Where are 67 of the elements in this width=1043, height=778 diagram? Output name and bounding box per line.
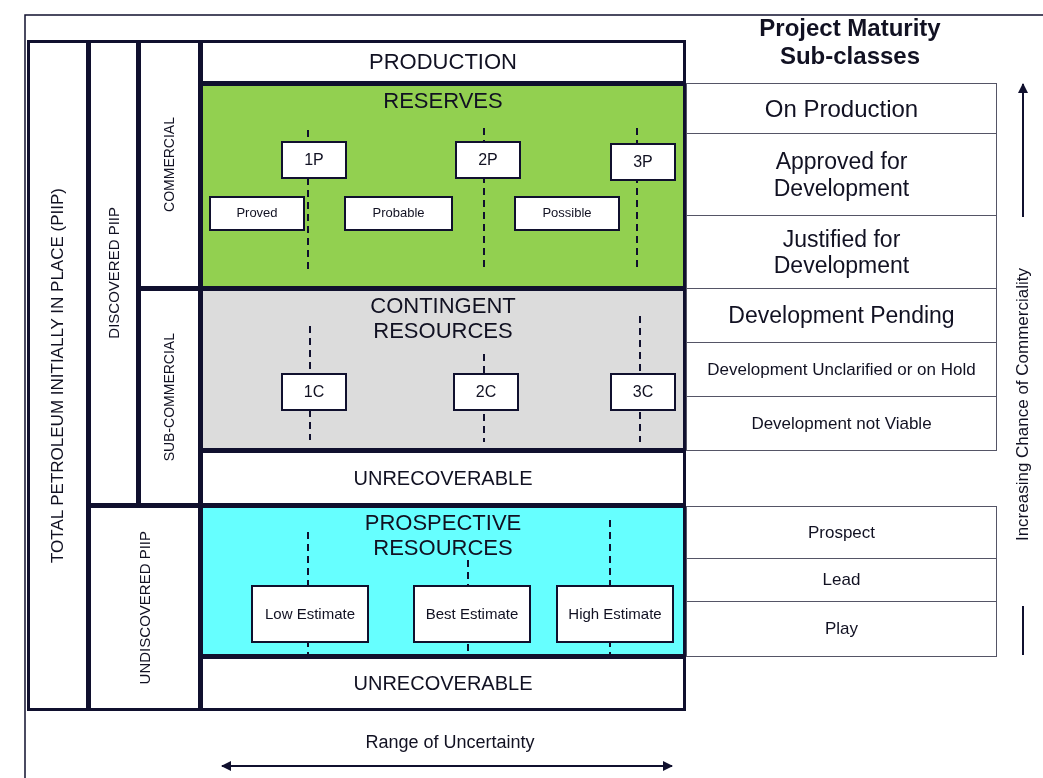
- class-label: Probable: [372, 206, 425, 221]
- estimate-box: [610, 143, 676, 181]
- category-column: [88, 505, 201, 711]
- class-heading: CONTINGENT RESOURCES: [369, 293, 517, 344]
- prospective-band: [200, 505, 686, 657]
- estimate-box: [281, 373, 347, 411]
- class-label: UNRECOVERABLE: [353, 466, 533, 490]
- category-label: DISCOVERED PIIP: [104, 207, 123, 339]
- class-label: Proved: [236, 206, 278, 221]
- class-label: Development Unclarified or on Hold: [707, 359, 976, 380]
- sub-class-cell: [686, 396, 997, 451]
- sub-class-cell: [686, 558, 997, 602]
- class-heading: RESERVES: [383, 88, 503, 114]
- axis-label: Range of Uncertainty: [364, 732, 536, 754]
- class-label: Prospect: [807, 522, 876, 543]
- estimate-box: [251, 585, 369, 643]
- class-label: 2C: [475, 382, 497, 402]
- estimate-box: [610, 373, 676, 411]
- reserves-band: [200, 83, 686, 289]
- class-label: PRODUCTION: [369, 49, 517, 75]
- class-label: 1P: [304, 150, 324, 170]
- class-label: On Production: [764, 94, 919, 123]
- sub-class-cell: [686, 133, 997, 216]
- category-column: [138, 288, 201, 506]
- class-label: Play: [824, 619, 859, 639]
- sub-class-cell: [686, 342, 997, 397]
- sub-class-cell: [686, 215, 997, 289]
- class-label: Justified for Development: [772, 225, 911, 279]
- sub-class-cell: [686, 288, 997, 343]
- class-band: [200, 656, 686, 711]
- class-label: 3C: [632, 382, 654, 402]
- contingent-band: [200, 288, 686, 451]
- class-label: 1C: [303, 382, 325, 402]
- estimate-box: [209, 196, 305, 231]
- class-heading: PROSPECTIVE RESOURCES: [363, 510, 523, 561]
- category-column: [88, 40, 139, 506]
- category-label: COMMERCIAL: [161, 117, 178, 212]
- sub-class-cell: [686, 506, 997, 559]
- class-label: High Estimate: [568, 605, 662, 623]
- class-label: Approved for Development: [772, 148, 911, 201]
- category-column: [138, 40, 201, 289]
- class-label: UNRECOVERABLE: [353, 672, 533, 695]
- class-label: Lead: [822, 570, 861, 590]
- estimate-box: [281, 141, 347, 179]
- class-label: Best Estimate: [425, 605, 519, 623]
- class-band: [200, 450, 686, 506]
- class-band: [200, 40, 686, 84]
- category-label: UNDISCOVERED PIIP: [135, 531, 154, 685]
- column-heading: Project Maturity Sub-classes: [758, 14, 942, 71]
- class-label: Low Estimate: [264, 605, 355, 623]
- estimate-box: [413, 585, 531, 643]
- category-column: [27, 40, 89, 711]
- estimate-box: [455, 141, 521, 179]
- class-label: Possible: [542, 206, 592, 221]
- estimate-box: [344, 196, 453, 231]
- class-label: 3P: [633, 152, 653, 172]
- class-label: 2P: [478, 150, 498, 170]
- estimate-box: [514, 196, 620, 231]
- sub-class-cell: [686, 601, 997, 657]
- estimate-box: [453, 373, 519, 411]
- sub-class-cell: [686, 83, 997, 134]
- class-label: Development Pending: [728, 302, 955, 329]
- category-label: SUB-COMMERCIAL: [161, 332, 178, 462]
- axis-label: Increasing Chance of Commerciality: [1013, 268, 1033, 542]
- class-label: Development not Viable: [751, 413, 932, 434]
- estimate-box: [556, 585, 674, 643]
- category-label: TOTAL PETROLEUM INITIALLY IN PLACE (PIIP): [48, 187, 68, 563]
